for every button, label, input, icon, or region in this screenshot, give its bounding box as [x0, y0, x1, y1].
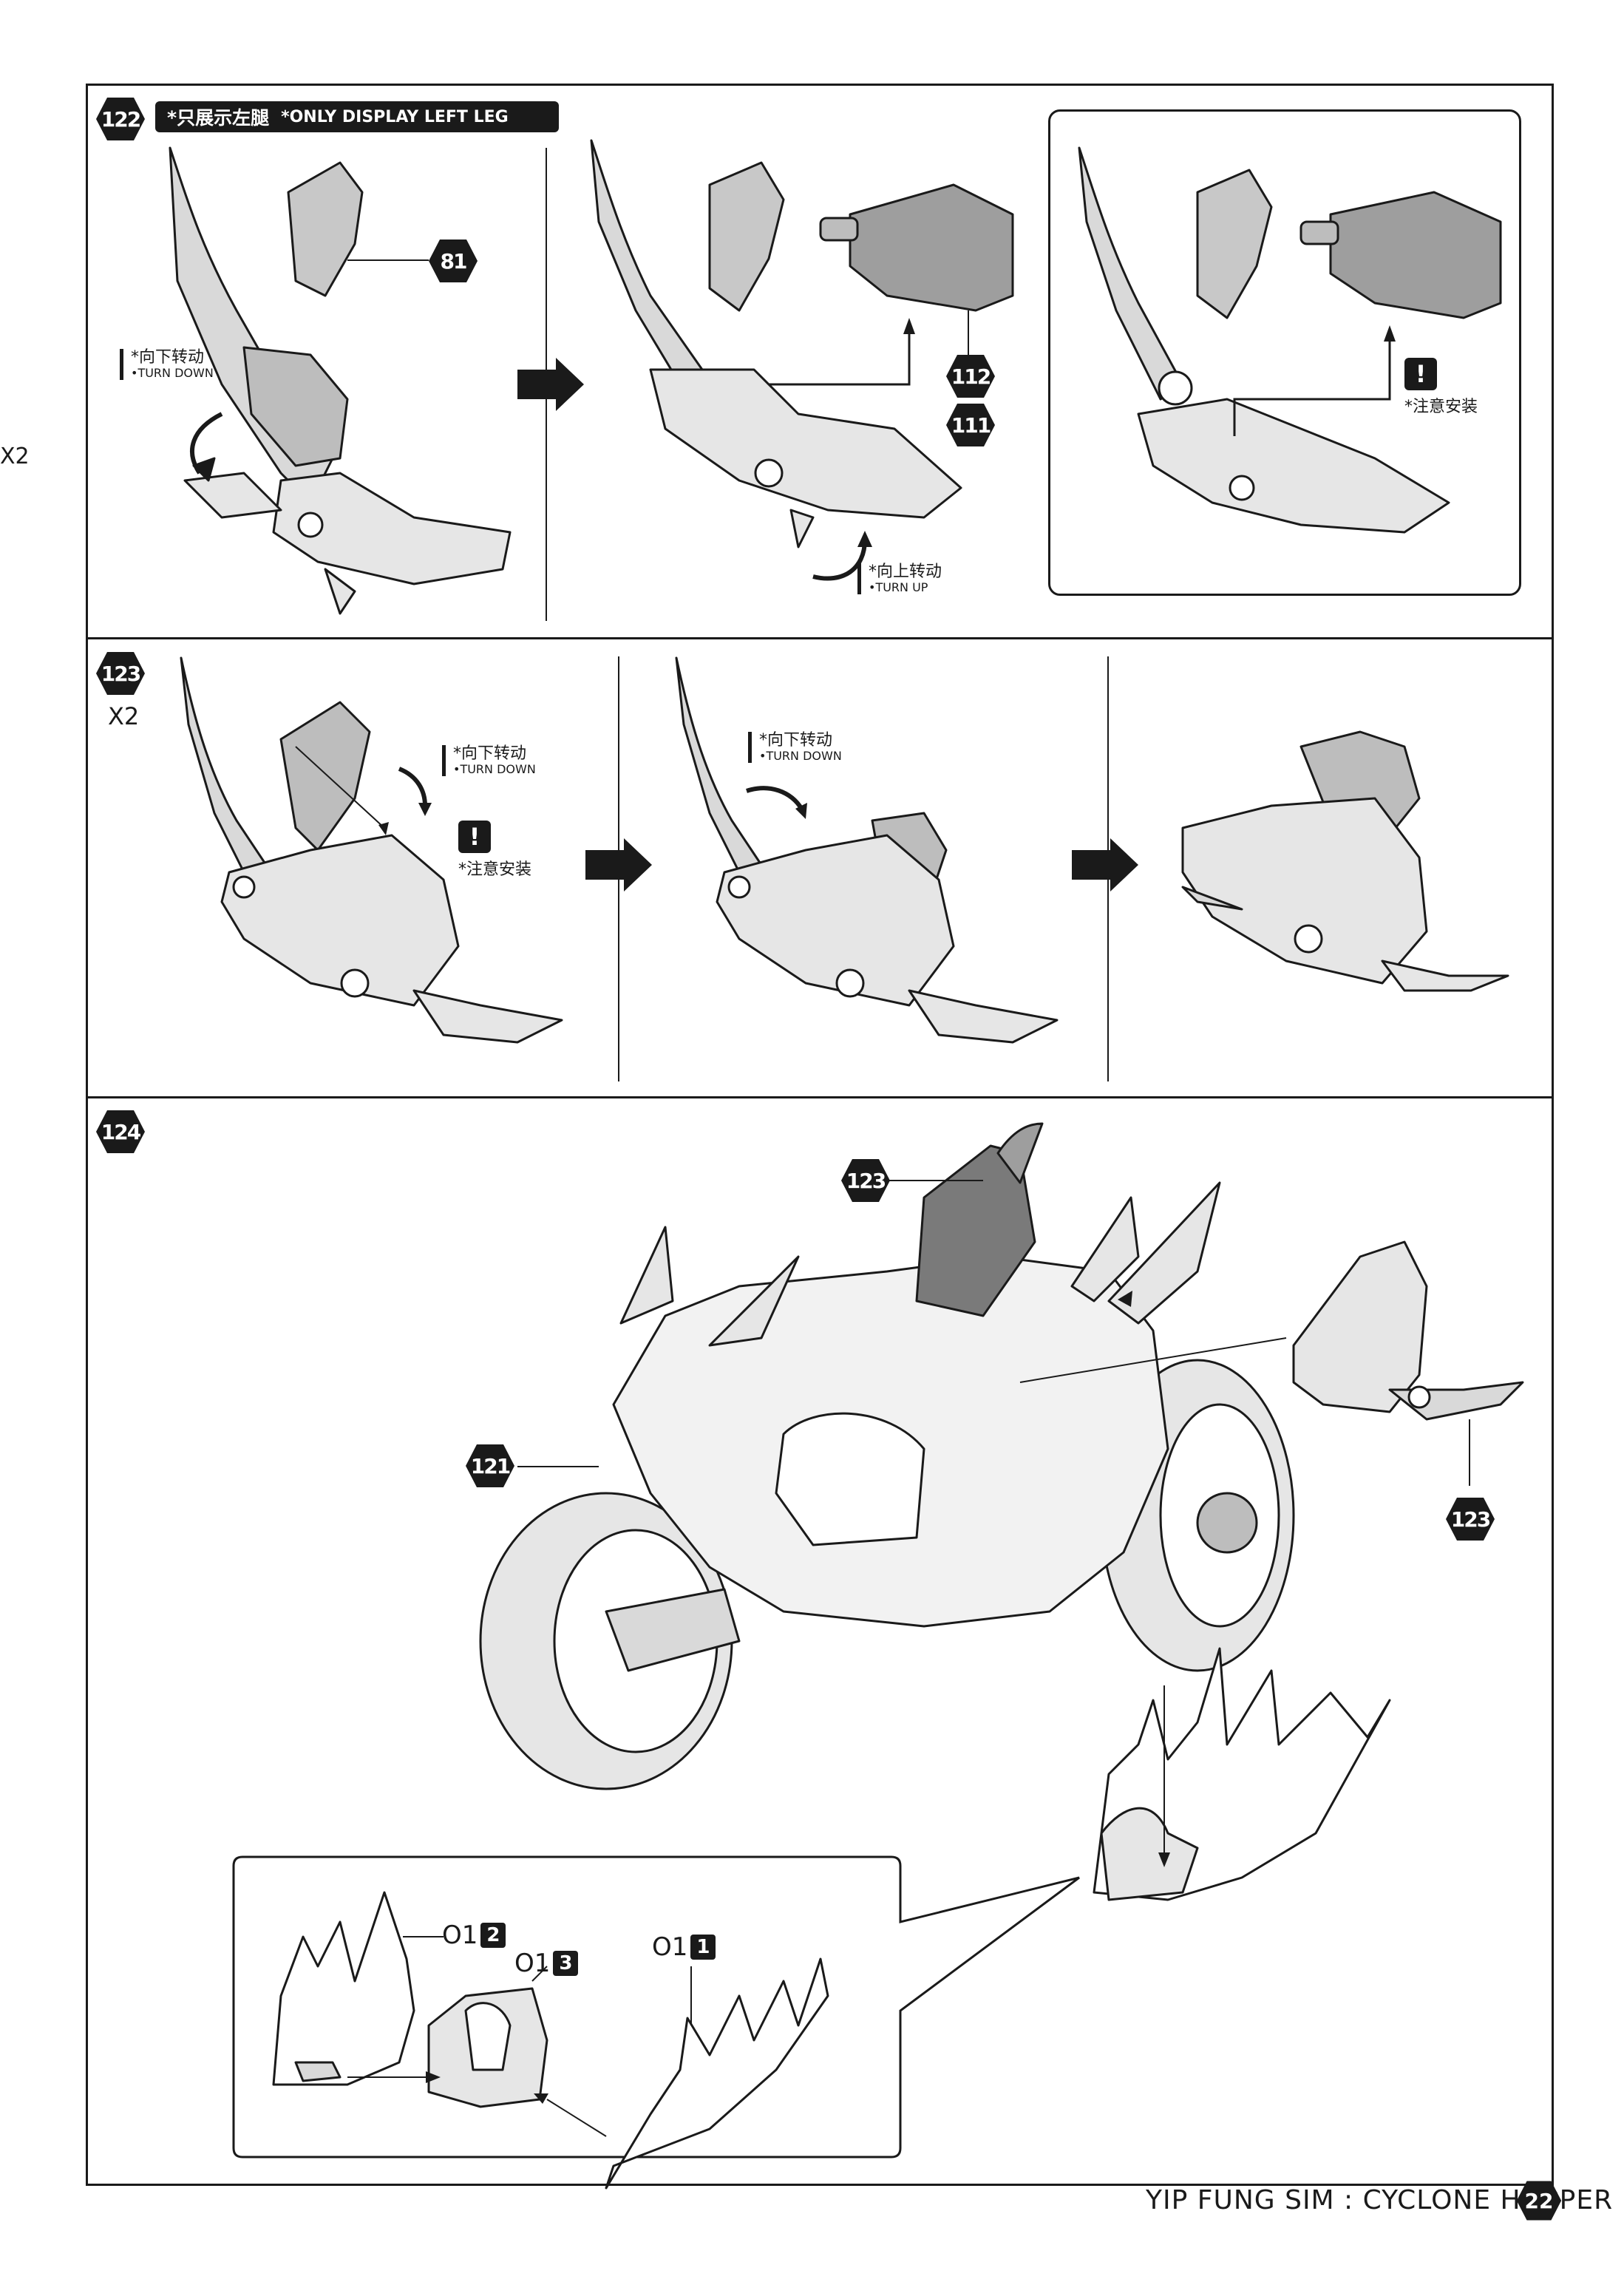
ref-123-right-badge: 123 — [1444, 1496, 1496, 1542]
ref-121-badge: 121 — [464, 1443, 516, 1489]
detail-inset-122 — [1048, 109, 1521, 596]
note-turn-down-123b: *向下转动 •TURN DOWN — [748, 732, 842, 763]
banner-en: *ONLY DISPLAY LEFT LEG — [281, 107, 509, 126]
divider-122-123 — [86, 637, 1554, 639]
step-arrow-122a — [517, 358, 584, 411]
step-123-badge: 123 — [95, 651, 146, 696]
banner-cn: *只展示左腿 — [167, 107, 270, 129]
part-111-badge: 111 — [945, 402, 996, 448]
step-arrow-123a — [585, 838, 652, 891]
step-122-badge: 122 — [95, 96, 146, 142]
warning-icon: ! — [458, 821, 491, 853]
divider-123-124 — [86, 1096, 1554, 1098]
page-number-badge: 22 — [1515, 2179, 1563, 2222]
note-turn-up-122: *向上转动 •TURN UP — [857, 563, 942, 594]
part-81-badge: 81 — [427, 238, 479, 284]
step-123-multiplier: X2 — [108, 702, 140, 730]
warning-122: ! *注意安装 — [1404, 358, 1478, 417]
part-112-badge: 112 — [945, 353, 996, 399]
warning-text: *注意安装 — [458, 860, 532, 879]
warning-icon: ! — [1404, 358, 1437, 390]
warning-123: ! *注意安装 — [458, 821, 531, 880]
warning-text: *注意安装 — [1404, 398, 1478, 416]
instruction-frame — [86, 84, 1554, 2186]
ref-123-top-badge: 123 — [840, 1158, 891, 1203]
step-124-badge: 124 — [95, 1109, 146, 1155]
step-arrow-123b — [1072, 838, 1138, 891]
side-multiplier: X2 — [0, 444, 30, 469]
part-label-o1-3: O1 3 — [514, 1949, 579, 1978]
step-122-banner: *只展示左腿 *ONLY DISPLAY LEFT LEG — [155, 101, 559, 132]
note-turn-down-123a: *向下转动 •TURN DOWN — [442, 745, 536, 776]
part-label-o1-1: O1 1 — [652, 1932, 716, 1962]
note-turn-down-122: *向下转动 •TURN DOWN — [120, 349, 214, 380]
part-label-o1-2: O1 2 — [442, 1920, 506, 1950]
